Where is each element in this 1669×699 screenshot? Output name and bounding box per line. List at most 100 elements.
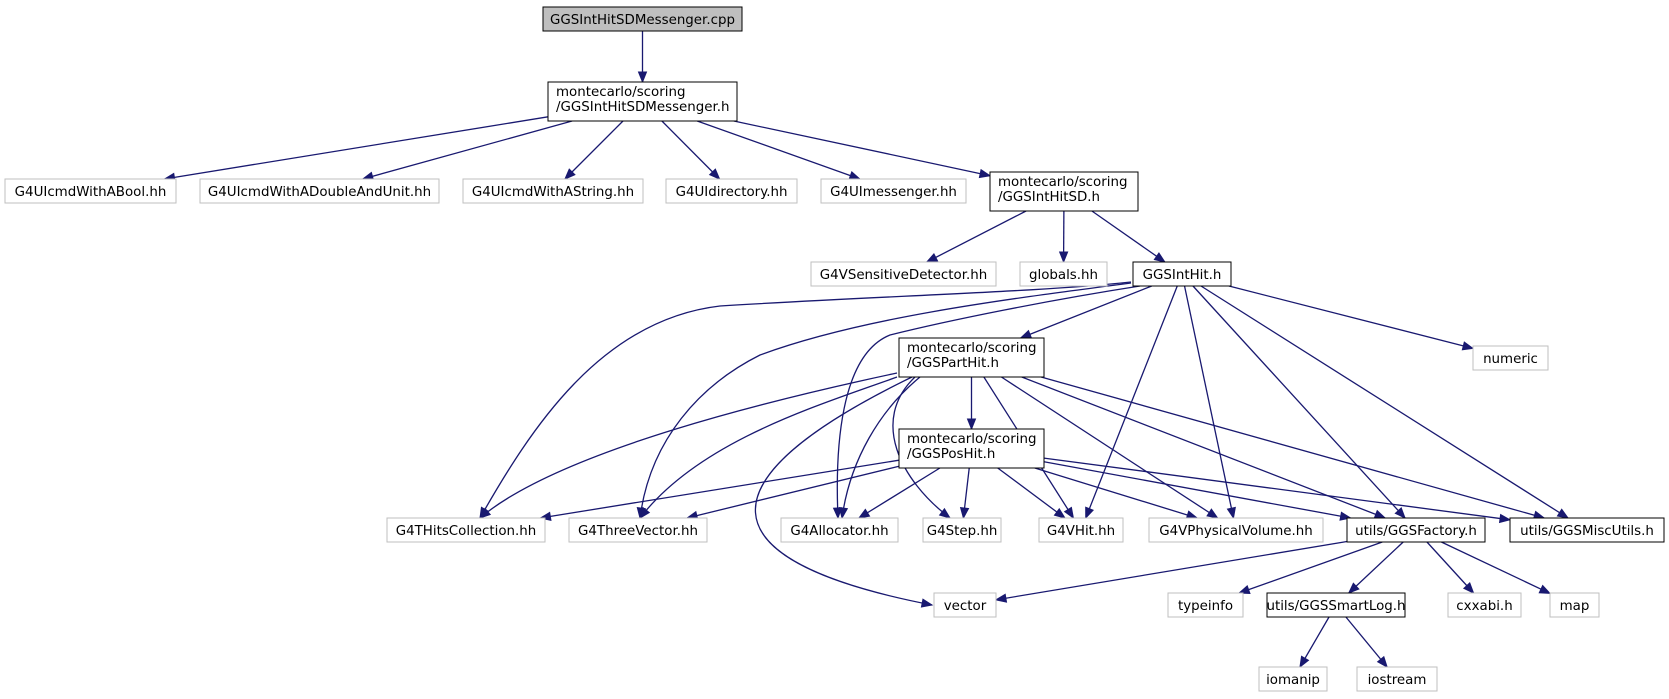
- node-poshit_h-label-0: montecarlo/scoring: [907, 432, 1036, 447]
- node-iostream-box: [1356, 666, 1438, 692]
- node-iomanip-box: [1258, 666, 1328, 692]
- node-factory_h-label-0: utils/GGSFactory.h: [1355, 524, 1477, 539]
- node-misc_h-box: [1509, 517, 1665, 543]
- node-inthitsd_h[interactable]: montecarlo/scoring/GGSIntHitSD.h: [989, 171, 1139, 212]
- node-misc_h-label-0: utils/GGSMiscUtils.h: [1520, 524, 1654, 539]
- edge-inthit_h-to-g4hits: [479, 281, 1132, 520]
- edge-inthit_h-to-factory_h: [1192, 285, 1406, 519]
- node-cxxabi-box: [1447, 592, 1522, 618]
- edge-parthit_h-to-g4alloc: [838, 376, 921, 520]
- node-globals-label-0: globals.hh: [1029, 268, 1098, 283]
- edge-factory_h-to-vector: [994, 540, 1348, 603]
- node-iomanip-label-0: iomanip: [1266, 673, 1320, 688]
- node-poshit_h-label-1: /GGSPosHit.h: [907, 447, 995, 462]
- node-g4dir-label-0: G4UIdirectory.hh: [676, 185, 788, 200]
- node-smartlog_h-box: [1266, 592, 1406, 618]
- edge-factory_h-to-smartlog_h: [1347, 541, 1404, 594]
- node-vector-label-0: vector: [944, 599, 987, 614]
- node-parthit_h[interactable]: montecarlo/scoring/GGSPartHit.h: [898, 337, 1045, 378]
- edge-poshit_h-to-g4vhit: [997, 467, 1066, 519]
- node-cxxabi-label-0: cxxabi.h: [1456, 599, 1512, 614]
- node-g4dir-box: [665, 178, 798, 204]
- node-messenger_h[interactable]: montecarlo/scoring/GGSIntHitSDMessenger.…: [547, 81, 738, 122]
- edge-inthit_h-to-g4three: [636, 282, 1132, 520]
- node-g4string: G4UIcmdWithAString.hh: [462, 178, 644, 204]
- node-g4double-box: [199, 178, 440, 204]
- node-g4bool-box: [4, 178, 177, 204]
- node-g4phys: G4VPhysicalVolume.hh: [1148, 517, 1324, 543]
- edge-messenger_h-to-inthitsd_h: [733, 120, 992, 179]
- node-g4alloc: G4Allocator.hh: [780, 517, 899, 543]
- edges-layer: [163, 31, 1570, 669]
- node-cpp-box: [542, 6, 743, 32]
- edge-parthit_h-to-g4three: [639, 376, 898, 520]
- node-vector-box: [933, 592, 997, 618]
- node-g4bool: G4UIcmdWithABool.hh: [4, 178, 177, 204]
- node-g4string-label-0: G4UIcmdWithAString.hh: [472, 185, 634, 200]
- node-numeric: numeric: [1472, 345, 1549, 371]
- node-messenger_h-box: [547, 81, 738, 122]
- node-g4three-box: [568, 517, 708, 543]
- node-g4vhit-box: [1038, 517, 1124, 543]
- node-cpp[interactable]: GGSIntHitSDMessenger.cpp: [542, 6, 743, 32]
- node-messenger_h-label-0: montecarlo/scoring: [556, 85, 685, 100]
- node-iostream-label-0: iostream: [1368, 673, 1427, 688]
- node-numeric-box: [1472, 345, 1549, 371]
- node-factory_h[interactable]: utils/GGSFactory.h: [1346, 517, 1486, 543]
- node-g4three-label-0: G4ThreeVector.hh: [578, 524, 698, 539]
- edge-parthit_h-to-vector: [754, 376, 934, 608]
- node-inthit_h-box: [1132, 261, 1232, 287]
- node-g4vhit: G4VHit.hh: [1038, 517, 1124, 543]
- node-globals: globals.hh: [1019, 261, 1108, 287]
- node-g4double-label-0: G4UIcmdWithADoubleAndUnit.hh: [208, 185, 431, 200]
- node-iostream: iostream: [1356, 666, 1438, 692]
- edge-parthit_h-to-g4step: [892, 376, 952, 519]
- node-vector: vector: [933, 592, 997, 618]
- node-poshit_h-box: [898, 428, 1045, 469]
- edge-inthitsd_h-to-inthit_h: [1091, 210, 1166, 263]
- node-g4messenger: G4UImessenger.hh: [820, 178, 967, 204]
- node-g4step-label-0: G4Step.hh: [927, 524, 998, 539]
- node-typeinfo-label-0: typeinfo: [1178, 599, 1233, 614]
- nodes-layer: GGSIntHitSDMessenger.cpp montecarlo/scori…: [4, 6, 1665, 692]
- edge-parthit_h-to-g4hits: [478, 372, 898, 519]
- node-messenger_h-label-1: /GGSIntHitSDMessenger.h: [556, 100, 730, 115]
- node-factory_h-box: [1346, 517, 1486, 543]
- node-map: map: [1549, 592, 1600, 618]
- edge-parthit_h-to-poshit_h: [966, 377, 977, 431]
- edge-messenger_h-to-g4bool: [163, 116, 549, 182]
- node-inthit_h[interactable]: GGSIntHit.h: [1132, 261, 1232, 287]
- node-misc_h[interactable]: utils/GGSMiscUtils.h: [1509, 517, 1665, 543]
- node-poshit_h[interactable]: montecarlo/scoring/GGSPosHit.h: [898, 428, 1045, 469]
- edge-inthit_h-to-g4alloc: [832, 285, 1141, 520]
- node-g4hits: G4THitsCollection.hh: [386, 517, 546, 543]
- node-typeinfo-box: [1167, 592, 1244, 618]
- node-g4double: G4UIcmdWithADoubleAndUnit.hh: [199, 178, 440, 204]
- edge-inthit_h-to-numeric: [1228, 285, 1475, 351]
- node-smartlog_h[interactable]: utils/GGSSmartLog.h: [1266, 592, 1406, 618]
- node-g4sd-label-0: G4VSensitiveDetector.hh: [820, 268, 987, 283]
- edge-poshit_h-to-misc_h: [1043, 457, 1512, 524]
- node-cxxabi: cxxabi.h: [1447, 592, 1522, 618]
- node-g4phys-box: [1148, 517, 1324, 543]
- node-inthitsd_h-label-0: montecarlo/scoring: [998, 175, 1127, 190]
- node-g4vhit-label-0: G4VHit.hh: [1047, 524, 1115, 539]
- edge-poshit_h-to-g4step: [959, 467, 970, 520]
- node-g4phys-label-0: G4VPhysicalVolume.hh: [1159, 524, 1313, 539]
- node-globals-box: [1019, 261, 1108, 287]
- node-inthit_h-label-0: GGSIntHit.h: [1143, 268, 1222, 283]
- node-map-label-0: map: [1560, 599, 1590, 614]
- node-map-box: [1549, 592, 1600, 618]
- edge-smartlog_h-to-iomanip: [1299, 616, 1330, 669]
- edge-smartlog_h-to-iostream: [1345, 616, 1388, 669]
- edge-messenger_h-to-g4string: [564, 120, 624, 180]
- edge-inthit_h-to-parthit_h: [1019, 285, 1152, 339]
- edge-cpp-to-messenger_h: [637, 31, 648, 84]
- node-g4sd: G4VSensitiveDetector.hh: [810, 261, 997, 287]
- node-parthit_h-box: [898, 337, 1045, 378]
- edge-parthit_h-to-g4phys: [1001, 376, 1219, 519]
- edge-messenger_h-to-g4dir: [661, 120, 721, 180]
- edge-factory_h-to-map: [1441, 541, 1552, 594]
- node-smartlog_h-label-0: utils/GGSSmartLog.h: [1266, 599, 1405, 614]
